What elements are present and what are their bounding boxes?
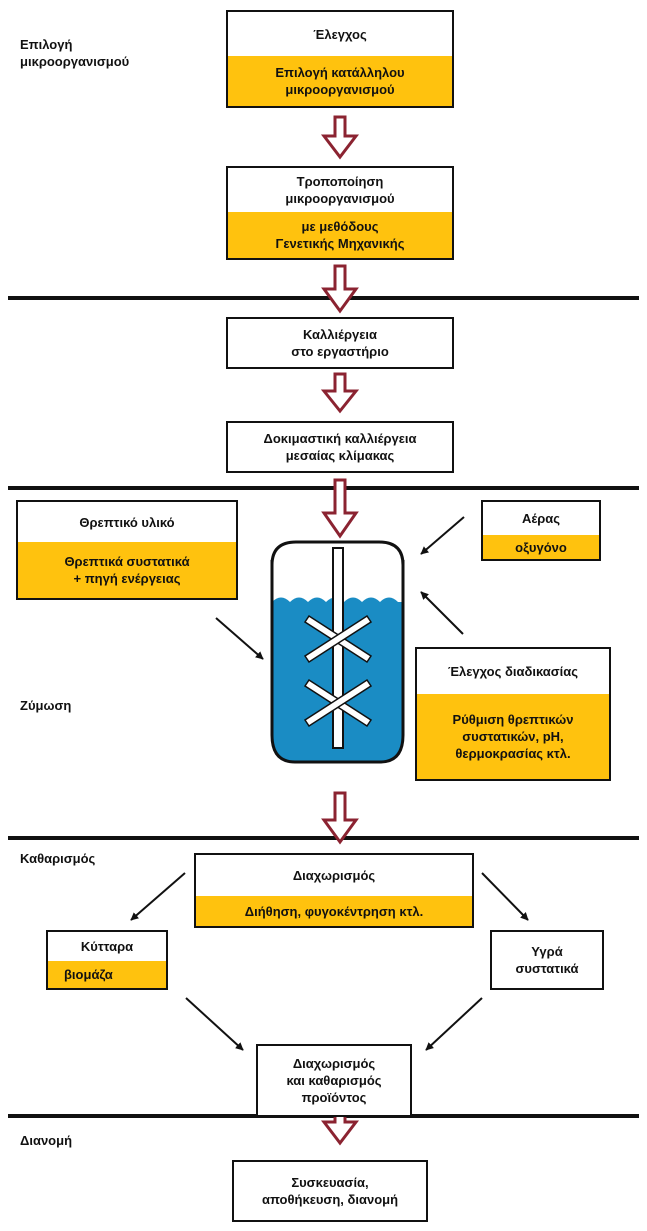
fermenter-tank [270,540,405,764]
nutrient-box: Θρεπτικό υλικό Θρεπτικά συστατικά + πηγή… [16,500,238,600]
cells-box-title: Κύτταρα [80,939,134,954]
packaging-box: Συσκευασία, αποθήκευση, διανομή [232,1160,428,1222]
flow-arrow [320,115,360,160]
air-input-arrow [420,516,465,555]
trial-culture-box-text: Δοκιμαστική καλλιέργεια μεσαίας κλίμακας [263,431,417,463]
process-control-box-title: Έλεγχος διαδικασίας [447,664,579,679]
nutrient-input-arrow [215,617,264,660]
impeller-blade [303,614,373,728]
liquids-merge-arrow [425,997,483,1051]
lab-culture-box: Καλλιέργεια στο εργαστήριο [226,317,454,369]
process-control-box: Έλεγχος διαδικασίας Ρύθμιση θρεπτικών συ… [415,647,611,781]
trial-culture-box: Δοκιμαστική καλλιέργεια μεσαίας κλίμακας [226,421,454,473]
liquids-box: Υγρά συστατικά [490,930,604,990]
liquids-split-arrow [481,872,529,921]
flow-arrow [321,478,359,539]
separation-box-subtitle: Διήθηση, φυγοκέντρηση κτλ. [196,896,472,926]
liquids-box-text: Υγρά συστατικά [515,944,579,976]
product-box: Διαχωρισμός και καθαρισμός προϊόντος [256,1044,412,1117]
nutrient-box-title: Θρεπτικό υλικό [79,514,175,530]
cells-merge-arrow [185,997,244,1051]
control-input-arrow [420,591,464,635]
flow-arrow [321,791,359,845]
modification-box-title: Τροποποίηση μικροοργανισμού [285,174,395,206]
flow-arrow [321,264,359,314]
air-box: Αέρας οξυγόνο [481,500,601,561]
cells-box-subtitle: βιομάζα [48,961,166,988]
stage-label-distribution: Διανομή [20,1133,73,1148]
air-box-subtitle: οξυγόνο [483,535,599,559]
stage-label-purification: Καθαρισμός [20,851,96,866]
packaging-box-text: Συσκευασία, αποθήκευση, διανομή [261,1175,399,1207]
separation-box-title: Διαχωρισμός [292,868,376,883]
control-box-title: Έλεγχος [313,26,367,42]
air-box-title: Αέρας [521,511,561,526]
modification-box-subtitle: με μεθόδους Γενετικής Μηχανικής [228,212,452,258]
process-control-box-subtitle: Ρύθμιση θρεπτικών συστατικών, pH, θερμοκ… [417,694,609,779]
cells-box: Κύτταρα βιομάζα [46,930,168,990]
control-box-subtitle: Επιλογή κατάλληλου μικροοργανισμού [228,56,452,106]
flow-arrow [320,372,360,414]
modification-box: Τροποποίηση μικροοργανισμού με μεθόδους … [226,166,454,260]
control-box: Έλεγχος Επιλογή κατάλληλου μικροοργανισμ… [226,10,454,108]
cells-split-arrow [130,872,186,921]
nutrient-box-subtitle: Θρεπτικά συστατικά + πηγή ενέργειας [18,542,236,598]
stage-label-fermentation: Ζύμωση [20,698,72,713]
lab-culture-box-text: Καλλιέργεια στο εργαστήριο [291,327,389,359]
product-box-text: Διαχωρισμός και καθαρισμός προϊόντος [286,1056,382,1105]
separation-box: Διαχωρισμός Διήθηση, φυγοκέντρηση κτλ. [194,853,474,928]
stage-label-selection: Επιλογή μικροοργανισμού [20,37,130,69]
